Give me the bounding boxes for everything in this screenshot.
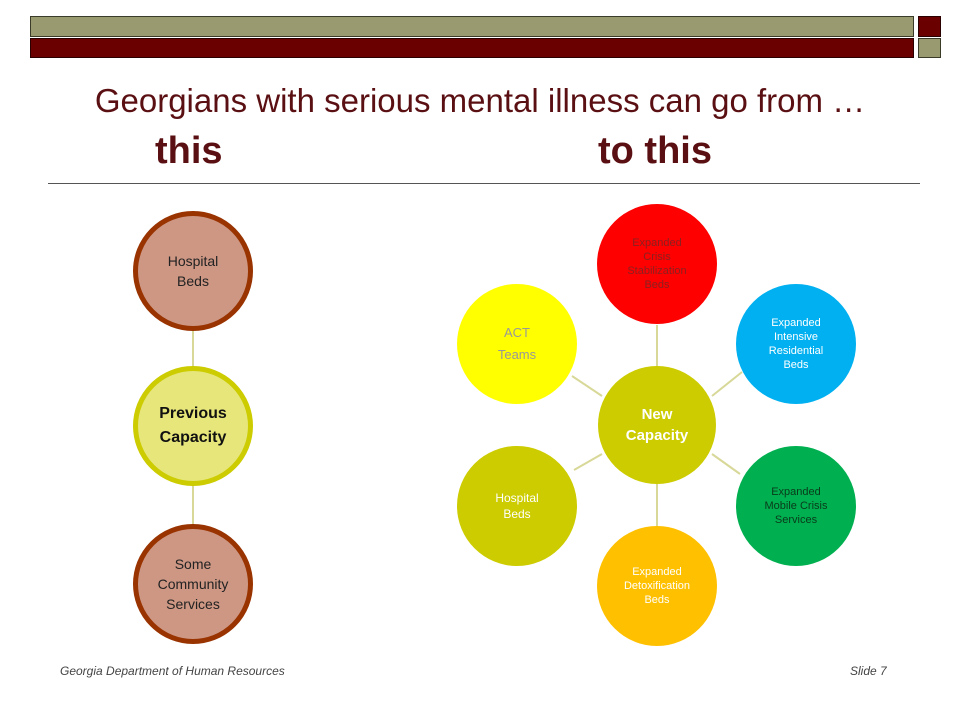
node-label: Expanded Crisis Stabilization Beds bbox=[627, 237, 687, 291]
node-expanded-mobile-crisis-services: Expanded Mobile Crisis Services bbox=[736, 446, 856, 566]
node-expanded-detoxification-beds: Expanded Detoxification Beds bbox=[597, 526, 717, 646]
node-previous-capacity: Previous Capacity bbox=[133, 366, 253, 486]
node-hospital-beds-new: Hospital Beds bbox=[457, 446, 577, 566]
node-label: Expanded Intensive Residential Beds bbox=[768, 317, 824, 371]
node-label: New Capacity bbox=[625, 406, 689, 444]
node-label: Previous Capacity bbox=[159, 405, 227, 446]
top-bar-dark bbox=[30, 38, 914, 58]
top-bar-light bbox=[30, 16, 914, 37]
footer-organization: Georgia Department of Human Resources bbox=[60, 664, 285, 678]
node-some-community-services: Some Community Services bbox=[133, 524, 253, 644]
node-label: Expanded Detoxification Beds bbox=[623, 566, 691, 606]
corner-square-light bbox=[918, 38, 941, 58]
node-label: ACT Teams bbox=[497, 325, 537, 362]
corner-square-dark bbox=[918, 16, 941, 37]
to-label: to this bbox=[598, 130, 712, 172]
node-act-teams: ACT Teams bbox=[457, 284, 577, 404]
title-divider bbox=[48, 183, 920, 184]
slide-title: Georgians with serious mental illness ca… bbox=[94, 82, 866, 119]
node-label: Some Community Services bbox=[157, 556, 229, 612]
node-label: Hospital Beds bbox=[167, 253, 219, 289]
from-label: this bbox=[155, 130, 223, 172]
node-expanded-intensive-residential-beds: Expanded Intensive Residential Beds bbox=[736, 284, 856, 404]
node-expanded-crisis-stabilization-beds: Expanded Crisis Stabilization Beds bbox=[597, 204, 717, 324]
node-hospital-beds-previous: Hospital Beds bbox=[133, 211, 253, 331]
node-new-capacity: New Capacity bbox=[598, 366, 716, 484]
node-label: Expanded Mobile Crisis Services bbox=[764, 486, 828, 526]
footer-slide-number: Slide 7 bbox=[850, 664, 887, 678]
node-label: Hospital Beds bbox=[495, 491, 539, 521]
